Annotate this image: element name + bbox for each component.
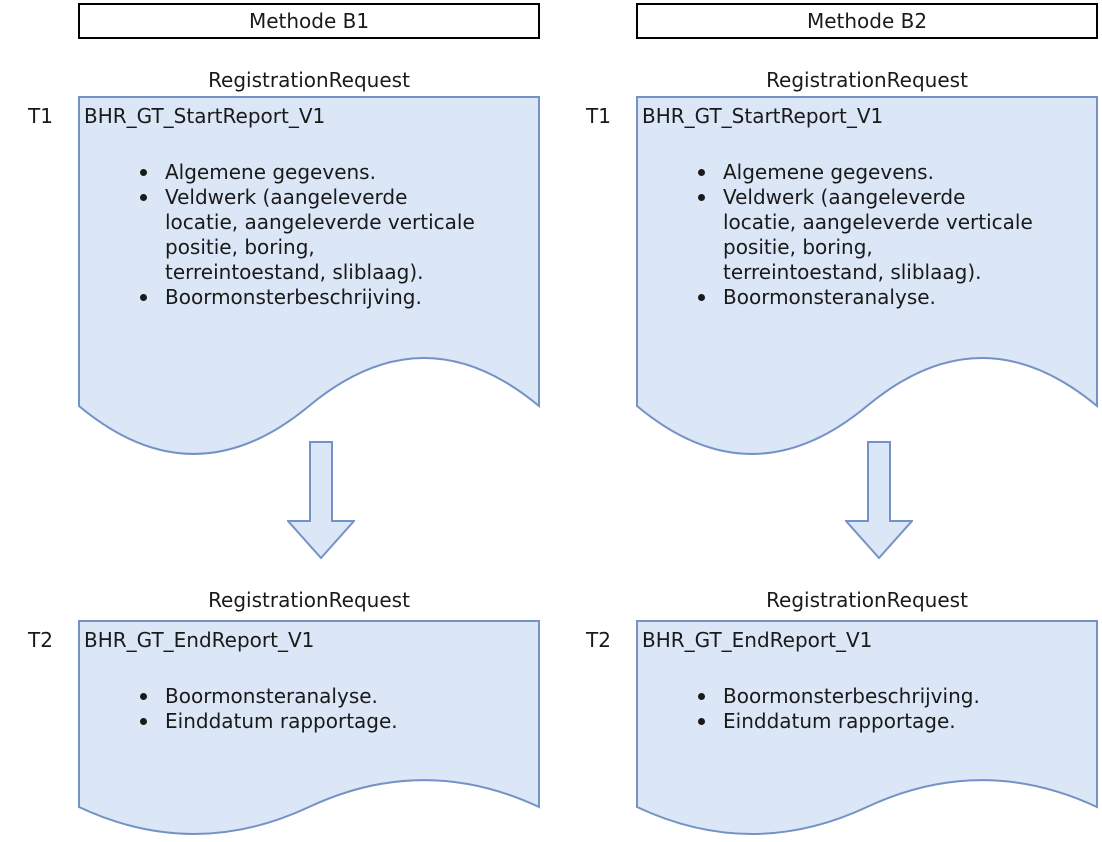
registration-request-label: RegistrationRequest	[766, 68, 968, 92]
document-shape-icon	[78, 620, 540, 835]
method-header-box: Methode B1	[78, 3, 540, 39]
start-report-document: T1 BHR_GT_StartReport_V1 Algemene gegeve…	[28, 96, 540, 456]
bullet-item: Veldwerk (aangeleverde locatie, aangelev…	[140, 185, 479, 285]
document-bullet-list: Boormonsteranalyse. Einddatum rapportage…	[140, 684, 505, 734]
document-title: BHR_GT_StartReport_V1	[84, 104, 326, 128]
down-arrow-icon	[285, 441, 357, 560]
bullet-item: Boormonsterbeschrijving.	[140, 285, 479, 310]
bullet-item: Algemene gegevens.	[140, 160, 479, 185]
bullet-item: Boormonsterbeschrijving.	[698, 684, 1063, 709]
bullet-item: Veldwerk (aangeleverde locatie, aangelev…	[698, 185, 1037, 285]
method-header-box: Methode B2	[636, 3, 1098, 39]
method-column-b2: Methode B2 RegistrationRequest T1 BHR_GT…	[586, 0, 1098, 842]
time-label-t2: T2	[28, 628, 53, 652]
document-shape-icon	[78, 96, 540, 455]
registration-request-label: RegistrationRequest	[766, 588, 968, 612]
bullet-item: Einddatum rapportage.	[140, 709, 505, 734]
method-header-label: Methode B1	[248, 9, 370, 33]
bullet-item: Boormonsteranalyse.	[698, 285, 1037, 310]
document-title: BHR_GT_StartReport_V1	[642, 104, 884, 128]
end-report-document: T2 BHR_GT_EndReport_V1 Boormonsterbeschr…	[586, 620, 1098, 836]
document-title: BHR_GT_EndReport_V1	[642, 628, 873, 652]
document-shape-path	[636, 620, 1098, 835]
registration-request-label: RegistrationRequest	[208, 68, 410, 92]
bullet-item: Algemene gegevens.	[698, 160, 1037, 185]
start-report-document: T1 BHR_GT_StartReport_V1 Algemene gegeve…	[586, 96, 1098, 456]
time-label-t1: T1	[28, 104, 53, 128]
method-column-b1: Methode B1 RegistrationRequest T1 BHR_GT…	[28, 0, 540, 842]
bullet-item: Einddatum rapportage.	[698, 709, 1063, 734]
document-title: BHR_GT_EndReport_V1	[84, 628, 315, 652]
down-arrow-icon	[843, 441, 915, 560]
document-shape-path	[636, 96, 1098, 455]
time-label-t2: T2	[586, 628, 611, 652]
down-arrow-path	[843, 441, 915, 560]
end-report-document: T2 BHR_GT_EndReport_V1 Boormonsteranalys…	[28, 620, 540, 836]
time-label-t1: T1	[586, 104, 611, 128]
document-shape-path	[78, 620, 540, 835]
registration-request-label: RegistrationRequest	[208, 588, 410, 612]
document-shape-path	[78, 96, 540, 455]
bullet-item: Boormonsteranalyse.	[140, 684, 505, 709]
method-header-label: Methode B2	[806, 9, 928, 33]
down-arrow-path	[285, 441, 357, 560]
document-shape-icon	[636, 96, 1098, 455]
document-shape-icon	[636, 620, 1098, 835]
document-bullet-list: Algemene gegevens. Veldwerk (aangeleverd…	[698, 160, 1037, 310]
document-bullet-list: Boormonsterbeschrijving. Einddatum rappo…	[698, 684, 1063, 734]
document-bullet-list: Algemene gegevens. Veldwerk (aangeleverd…	[140, 160, 479, 310]
